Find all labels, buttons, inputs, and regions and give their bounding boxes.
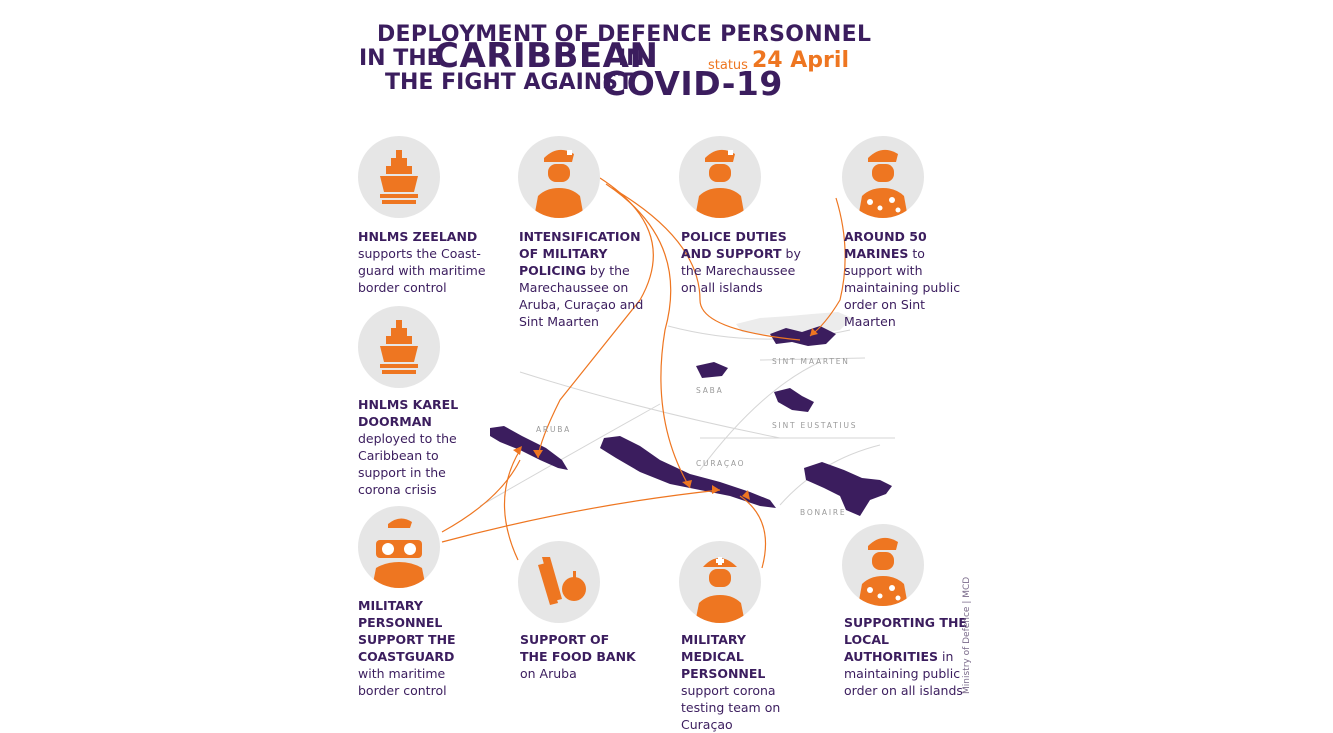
title-covid: COVID-19 <box>602 64 783 103</box>
ship-icon <box>358 136 440 218</box>
label-sint-eustatius: SINT EUSTATIUS <box>772 421 857 430</box>
soldier-icon <box>518 136 600 218</box>
soldier-icon <box>679 136 761 218</box>
credit-text: Ministry of Defence | MCD <box>962 576 972 694</box>
card-karel-doorman: HNLMS KAREL DOORMAN deployed to the Cari… <box>358 397 459 497</box>
card-military-policing: INTENSIFICATION OF MILITARY POLICING by … <box>519 229 644 329</box>
medic-icon <box>679 541 761 623</box>
marine-icon <box>842 136 924 218</box>
title-line-1: DEPLOYMENT OF DEFENCE PERSONNEL <box>377 22 872 47</box>
title-line-3-prefix: THE FIGHT AGAINST <box>385 70 634 95</box>
card-medical-personnel: MILITARY MEDICAL PERSONNEL support coron… <box>681 632 781 732</box>
food-icon <box>518 541 600 623</box>
sint-eustatius-island <box>774 388 814 412</box>
status-label: status <box>708 58 748 73</box>
card-food-bank: SUPPORT OF THE FOOD BANK on Aruba <box>520 632 636 681</box>
sint-maarten-land <box>736 312 852 336</box>
label-aruba: ARUBA <box>536 425 571 434</box>
card-local-authorities: SUPPORTING THE LOCAL AUTHORITIES in main… <box>844 615 967 698</box>
label-saba: SABA <box>696 386 724 395</box>
title-line-2-suffix: IN <box>618 46 645 71</box>
marine-icon <box>842 524 924 606</box>
title-caribbean: CARIBBEAN <box>434 36 659 76</box>
status-date: 24 April <box>752 48 849 73</box>
curacao-island <box>600 436 776 508</box>
ship-icon <box>358 306 440 388</box>
card-police-duties: POLICE DUTIES AND SUPPORT by the Marecha… <box>681 229 801 295</box>
bonaire-island <box>804 462 892 516</box>
sint-maarten-island <box>770 326 836 346</box>
route-arrows <box>513 328 818 500</box>
label-curacao: CURAÇAO <box>696 459 745 468</box>
card-marines: AROUND 50 MARINES to support with mainta… <box>844 229 961 329</box>
label-sint-maarten: SINT MAARTEN <box>772 357 850 366</box>
card-hnlms-zeeland: HNLMS ZEELAND supports the Coast-guard w… <box>358 229 486 295</box>
aruba-island <box>490 426 568 470</box>
title-line-2-prefix: IN THE <box>359 46 442 71</box>
card-coastguard-support: MILITARY PERSONNEL SUPPORT THE COASTGUAR… <box>358 598 456 698</box>
region-lines <box>479 325 895 507</box>
binoculars-icon <box>358 506 440 588</box>
saba-island <box>696 362 728 378</box>
label-bonaire: BONAIRE <box>800 508 846 517</box>
